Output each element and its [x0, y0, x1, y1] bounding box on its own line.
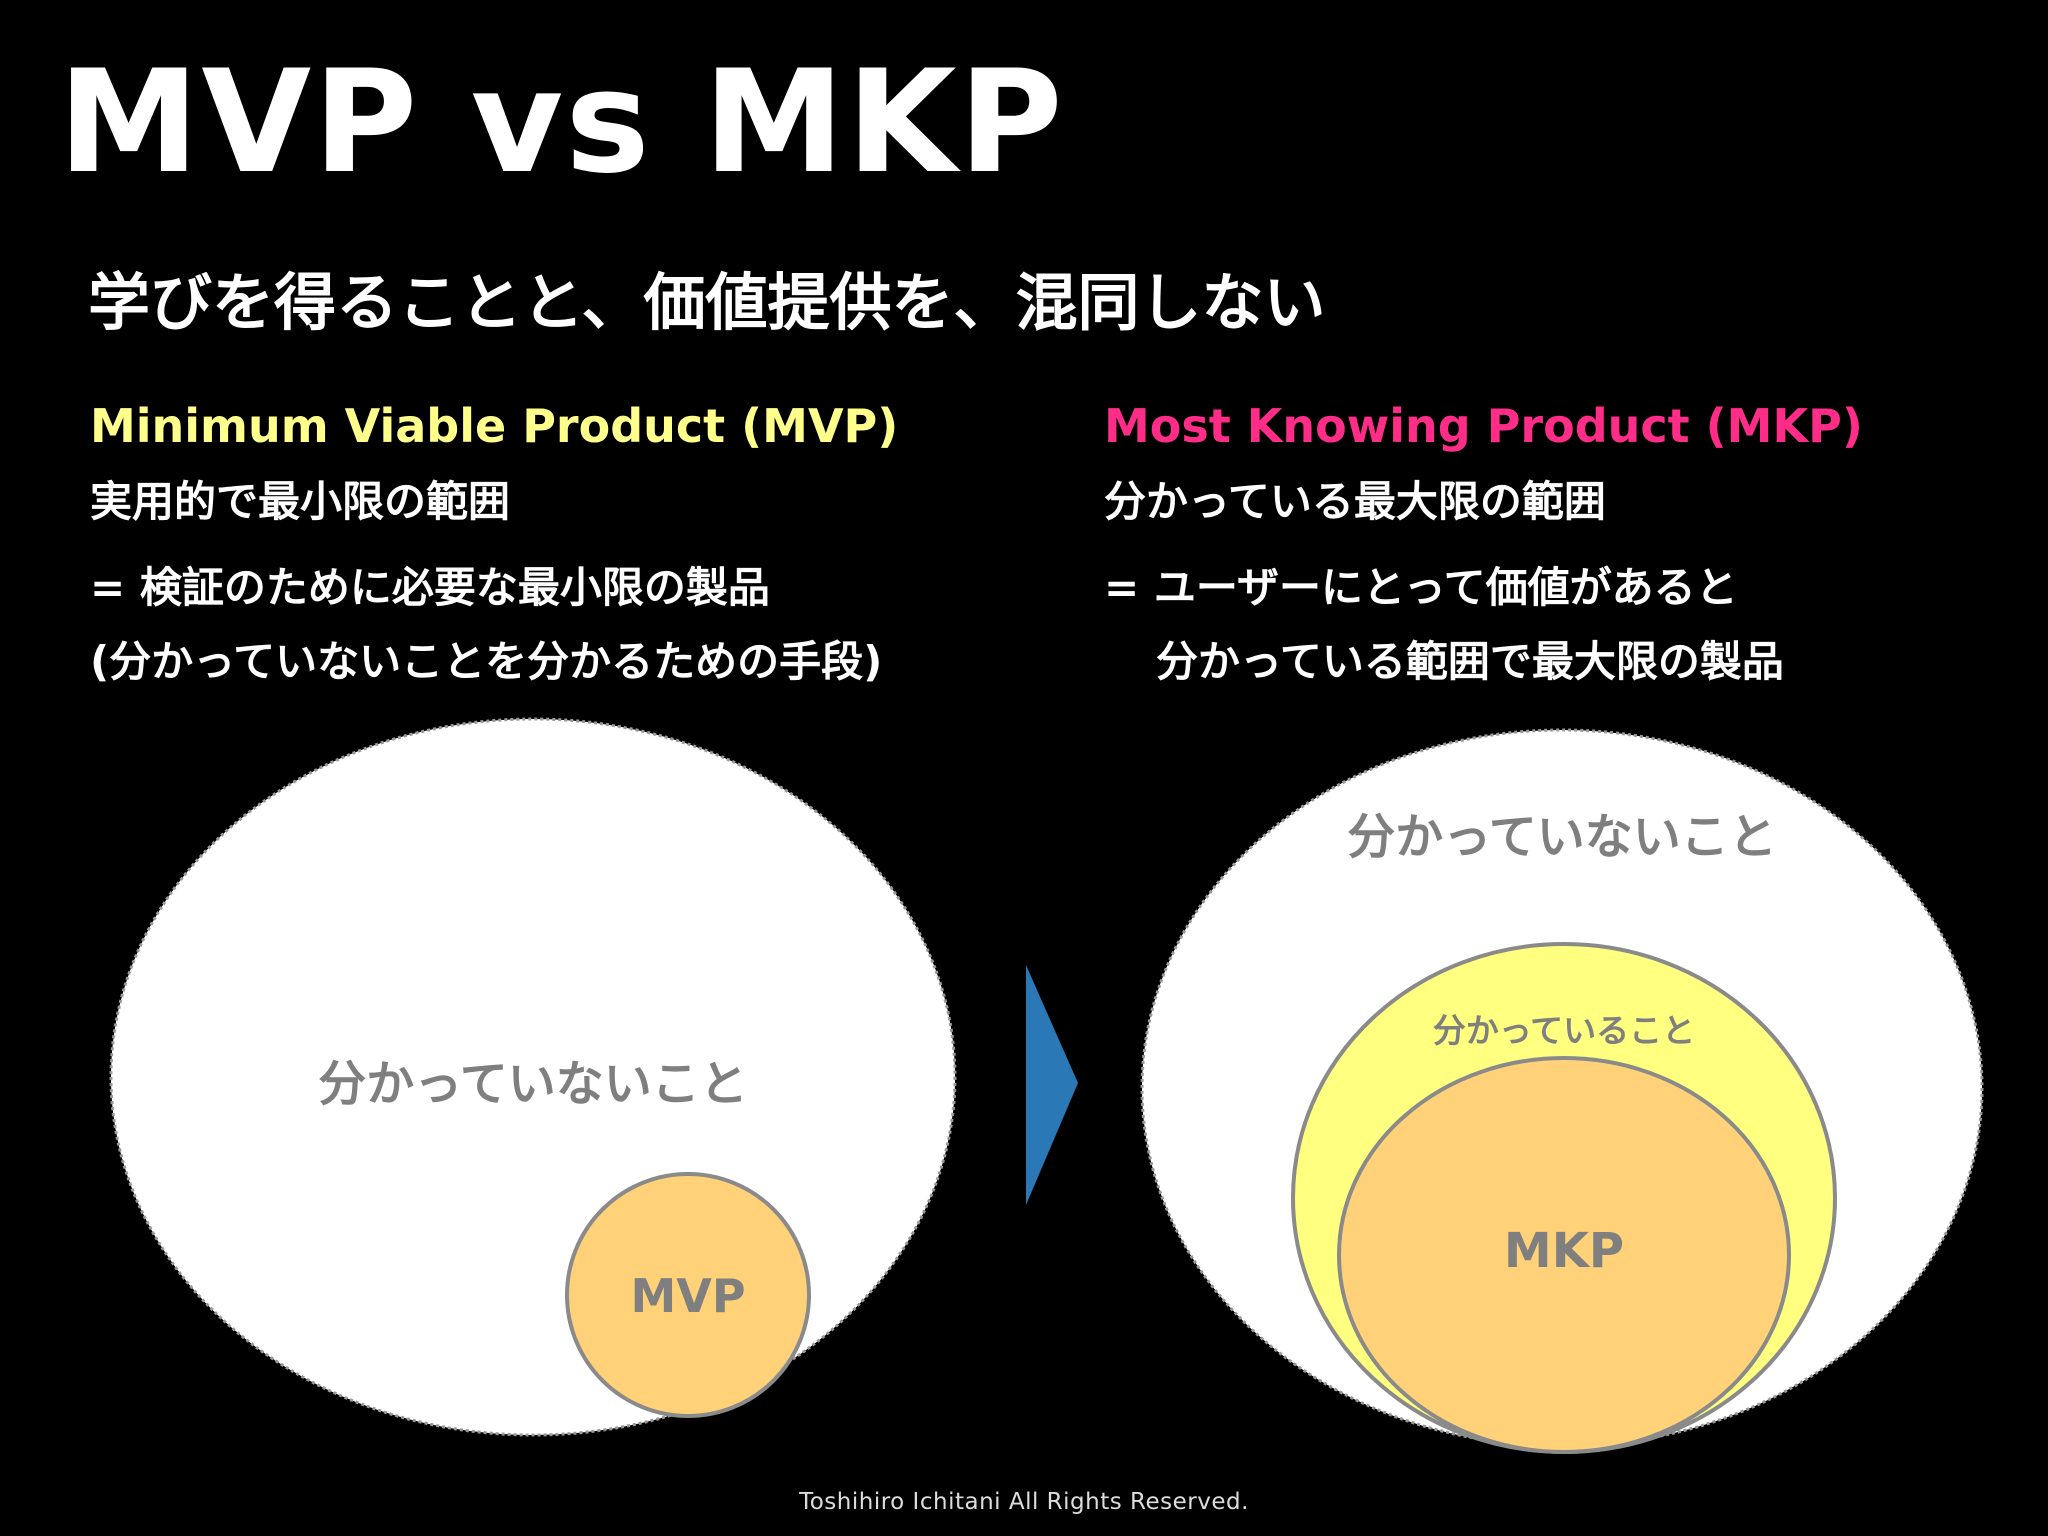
mkp-diagram: 分かっていないこと 分かっていること MKP [1140, 728, 1984, 1454]
mvp-heading: Minimum Viable Product (MVP) [90, 399, 899, 453]
chevron-right-arrow-icon [1026, 965, 1078, 1205]
mvp-definition-line2: (分かっていないことを分かるための手段) [90, 637, 883, 686]
mkp-definition-line2: 分かっている範囲で最大限の製品 [1156, 637, 1784, 686]
mkp-label: MKP [1504, 1223, 1624, 1279]
mvp-unknown-label: 分かっていないこと [318, 1056, 748, 1112]
mvp-label: MVP [630, 1269, 745, 1323]
mkp-heading: Most Knowing Product (MKP) [1104, 399, 1863, 453]
mkp-known-label: 分かっていること [1433, 1011, 1695, 1050]
mvp-definition-line1: = 検証のために必要な最小限の製品 [90, 563, 770, 612]
mvp-diagram: 分かっていないこと MVP [109, 717, 957, 1437]
mvp-column: Minimum Viable Product (MVP) 実用的で最小限の範囲 … [90, 398, 898, 690]
slide-subtitle: 学びを得ることと、価値提供を、混同しない [88, 266, 1326, 339]
mkp-description: 分かっている最大限の範囲 [1104, 477, 1606, 526]
slide-title: MVP vs MKP [58, 40, 1065, 205]
mvp-circle [565, 1172, 811, 1418]
mkp-column: Most Knowing Product (MKP) 分かっている最大限の範囲 … [1104, 398, 1863, 690]
copyright-footer: Toshihiro Ichitani All Rights Reserved. [799, 1489, 1249, 1515]
mkp-definition-line1: = ユーザーにとって価値があると [1104, 563, 1738, 612]
mvp-description: 実用的で最小限の範囲 [90, 477, 511, 526]
mkp-unknown-label: 分かっていないこと [1347, 809, 1777, 865]
mkp-circle [1337, 1056, 1791, 1454]
